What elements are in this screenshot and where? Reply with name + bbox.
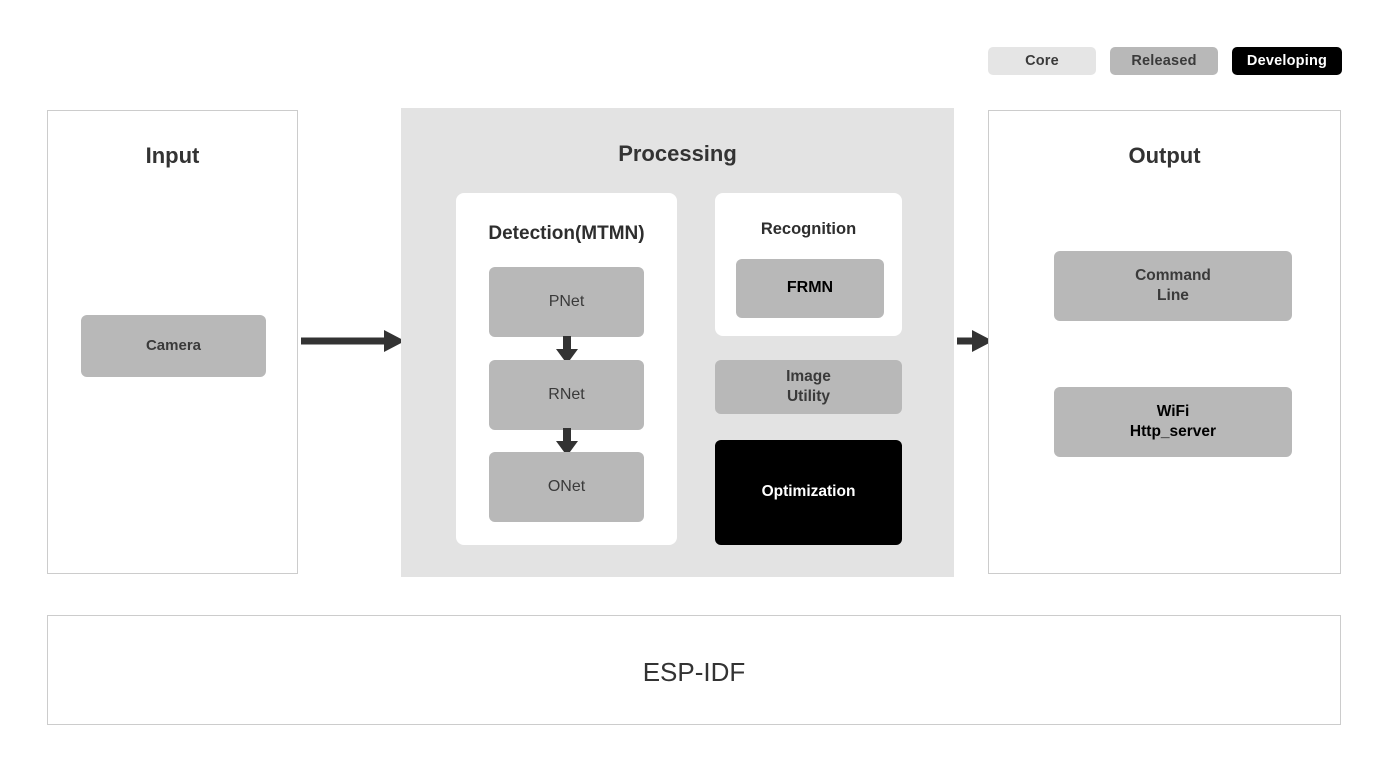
node-pnet: PNet <box>489 267 644 337</box>
node-rnet: RNet <box>489 360 644 430</box>
arrow-pnet-to-rnet <box>552 336 582 364</box>
arrow-rnet-to-onet <box>552 428 582 456</box>
panel-output: Output Command Line WiFi Http_server <box>988 110 1341 574</box>
node-onet: ONet <box>489 452 644 522</box>
node-frmn: FRMN <box>736 259 884 318</box>
node-command-line: Command Line <box>1054 251 1292 321</box>
panel-esp-idf: ESP-IDF <box>47 615 1341 725</box>
card-title-recognition: Recognition <box>760 220 857 238</box>
legend-item-developing: Developing <box>1232 47 1342 75</box>
card-recognition: Recognition FRMN <box>715 193 902 336</box>
node-camera: Camera <box>81 315 266 377</box>
arrow-right-icon <box>301 330 405 352</box>
legend-label-released: Released <box>1131 53 1197 69</box>
panel-title-output: Output <box>1128 143 1201 168</box>
legend-item-released: Released <box>1110 47 1218 75</box>
panel-title-input: Input <box>145 143 200 168</box>
panel-input: Input Camera <box>47 110 298 574</box>
arrow-down-icon <box>556 336 578 364</box>
node-image-utility: Image Utility <box>715 360 902 414</box>
node-wifi-http-server: WiFi Http_server <box>1054 387 1292 457</box>
arrow-input-to-processing <box>301 327 405 355</box>
panel-processing: Processing Detection(MTMN) PNet RNet ONe… <box>401 108 954 577</box>
node-optimization: Optimization <box>715 440 902 545</box>
legend-label-core: Core <box>1025 53 1059 69</box>
card-detection: Detection(MTMN) PNet RNet ONet <box>456 193 677 545</box>
esp-idf-label: ESP-IDF <box>642 657 746 687</box>
panel-title-processing: Processing <box>618 141 737 166</box>
arrow-down-icon <box>556 428 578 456</box>
card-title-detection: Detection(MTMN) <box>488 223 645 244</box>
arrow-right-icon <box>957 330 993 352</box>
legend-item-core: Core <box>988 47 1096 75</box>
legend-label-developing: Developing <box>1246 53 1328 69</box>
legend: Core Released Developing <box>988 47 1342 75</box>
arrow-processing-to-output <box>957 327 993 355</box>
